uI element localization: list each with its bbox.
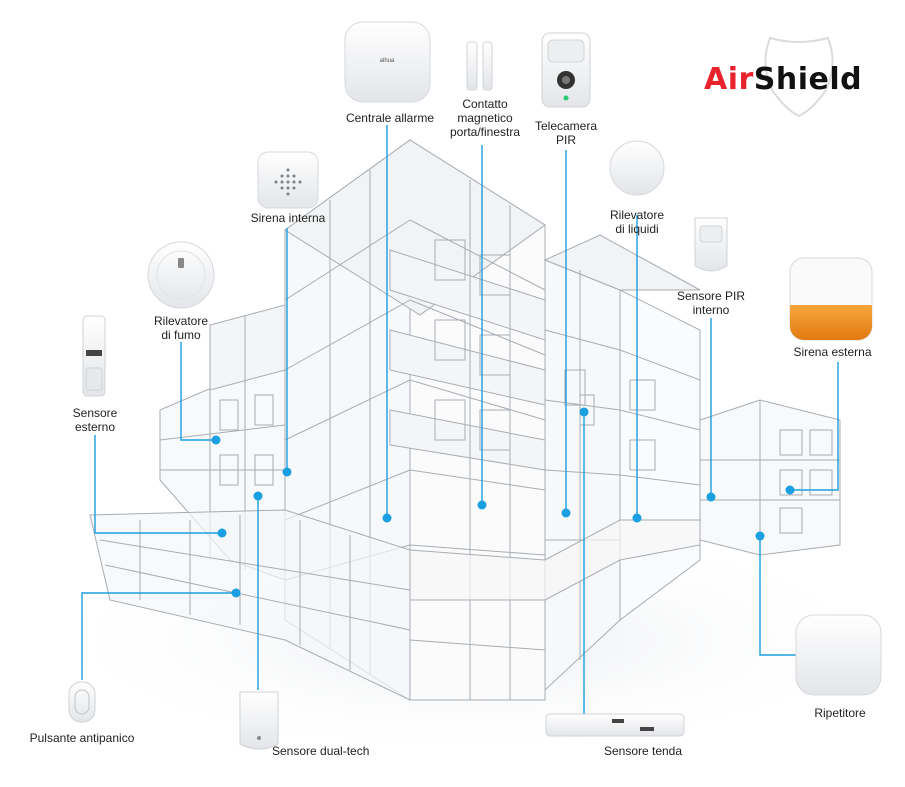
panic-button-label: Pulsante antipanico xyxy=(29,731,135,745)
dual-tech-label: Sensore dual-tech xyxy=(272,744,370,758)
dot-indoor-pir xyxy=(706,492,716,502)
label-indoor-siren: Sirena interna xyxy=(243,211,333,225)
indoor-siren-icon xyxy=(257,151,319,209)
logo-part-shield: Shield xyxy=(753,62,863,97)
svg-text:alhua: alhua xyxy=(380,58,395,64)
pir-camera-label-line2: PIR xyxy=(555,133,576,147)
door-contact-label-line3: porta/finestra xyxy=(449,125,521,139)
outdoor-siren-icon xyxy=(789,257,873,341)
label-indoor-pir: Sensore PIR interno xyxy=(671,289,751,317)
pir-camera-icon xyxy=(541,32,591,108)
label-door-contact: Contatto magnetico porta/finestra xyxy=(440,97,530,139)
outdoor-sensor-icon xyxy=(82,315,106,397)
label-outdoor-siren: Sirena esterna xyxy=(790,345,875,359)
dot-pir-camera xyxy=(561,508,571,518)
label-alarm-panel: Centrale allarme xyxy=(345,111,435,125)
dual-tech-sensor-icon xyxy=(239,691,279,750)
dot-curtain-sensor xyxy=(579,407,589,417)
dot-water-detector xyxy=(632,513,642,523)
curtain-sensor-icon xyxy=(545,713,685,737)
smoke-detector-icon xyxy=(147,241,215,309)
outdoor-sensor-label-line1: Sensore xyxy=(72,406,118,420)
indoor-siren-label: Sirena interna xyxy=(250,211,326,225)
hub-icon: alhua xyxy=(344,21,431,103)
label-curtain-sensor: Sensore tenda xyxy=(598,744,688,758)
logo-part-air: Air xyxy=(704,62,754,97)
indoor-pir-label-line1: Sensore PIR xyxy=(676,289,746,303)
pir-sensor-icon xyxy=(694,217,728,272)
magnetic-contact-icon xyxy=(466,41,493,91)
water-detector-label-line2: di liquidi xyxy=(615,222,659,236)
label-pir-camera: Telecamera PIR xyxy=(526,119,606,147)
dot-smoke-detector xyxy=(211,435,221,445)
water-detector-icon xyxy=(609,140,665,196)
indoor-pir-label-line2: interno xyxy=(692,303,730,317)
alarm-panel-label: Centrale allarme xyxy=(345,111,435,125)
water-detector-label-line1: Rilevatore xyxy=(609,208,665,222)
dot-alarm-panel xyxy=(382,513,392,523)
smoke-detector-label-line1: Rilevatore xyxy=(153,314,209,328)
repeater-icon xyxy=(795,614,882,696)
smoke-detector-label-line2: di fumo xyxy=(161,328,201,342)
label-dual-tech: Sensore dual-tech xyxy=(272,744,382,758)
connector-lines xyxy=(81,125,839,715)
dot-outdoor-sensor xyxy=(217,528,227,538)
label-smoke-detector: Rilevatore di fumo xyxy=(141,314,221,342)
shield-icon xyxy=(764,36,834,118)
pir-camera-label-line1: Telecamera xyxy=(534,119,598,133)
door-contact-label-line2: magnetico xyxy=(457,111,513,125)
dot-panic-button xyxy=(231,588,241,598)
dot-door-contact xyxy=(477,500,487,510)
repeater-label: Ripetitore xyxy=(814,706,866,720)
outdoor-sensor-label-line2: esterno xyxy=(74,420,116,434)
building-wireframe xyxy=(89,139,841,701)
dot-outdoor-siren xyxy=(785,485,795,495)
connector-dots xyxy=(211,407,795,598)
panic-button-icon xyxy=(68,681,96,723)
label-repeater: Ripetitore xyxy=(800,706,880,720)
dot-indoor-siren xyxy=(282,467,292,477)
label-panic-button: Pulsante antipanico xyxy=(22,731,142,745)
curtain-sensor-label: Sensore tenda xyxy=(603,744,683,758)
dot-repeater xyxy=(755,531,765,541)
label-water-detector: Rilevatore di liquidi xyxy=(597,208,677,236)
door-contact-label-line1: Contatto xyxy=(462,97,508,111)
logo-wordmark: AirShield xyxy=(704,62,862,97)
airshield-logo: AirShield xyxy=(700,40,870,110)
dot-dual-tech xyxy=(253,491,263,501)
outdoor-siren-label: Sirena esterna xyxy=(793,345,872,359)
label-outdoor-sensor: Sensore esterno xyxy=(60,406,130,434)
